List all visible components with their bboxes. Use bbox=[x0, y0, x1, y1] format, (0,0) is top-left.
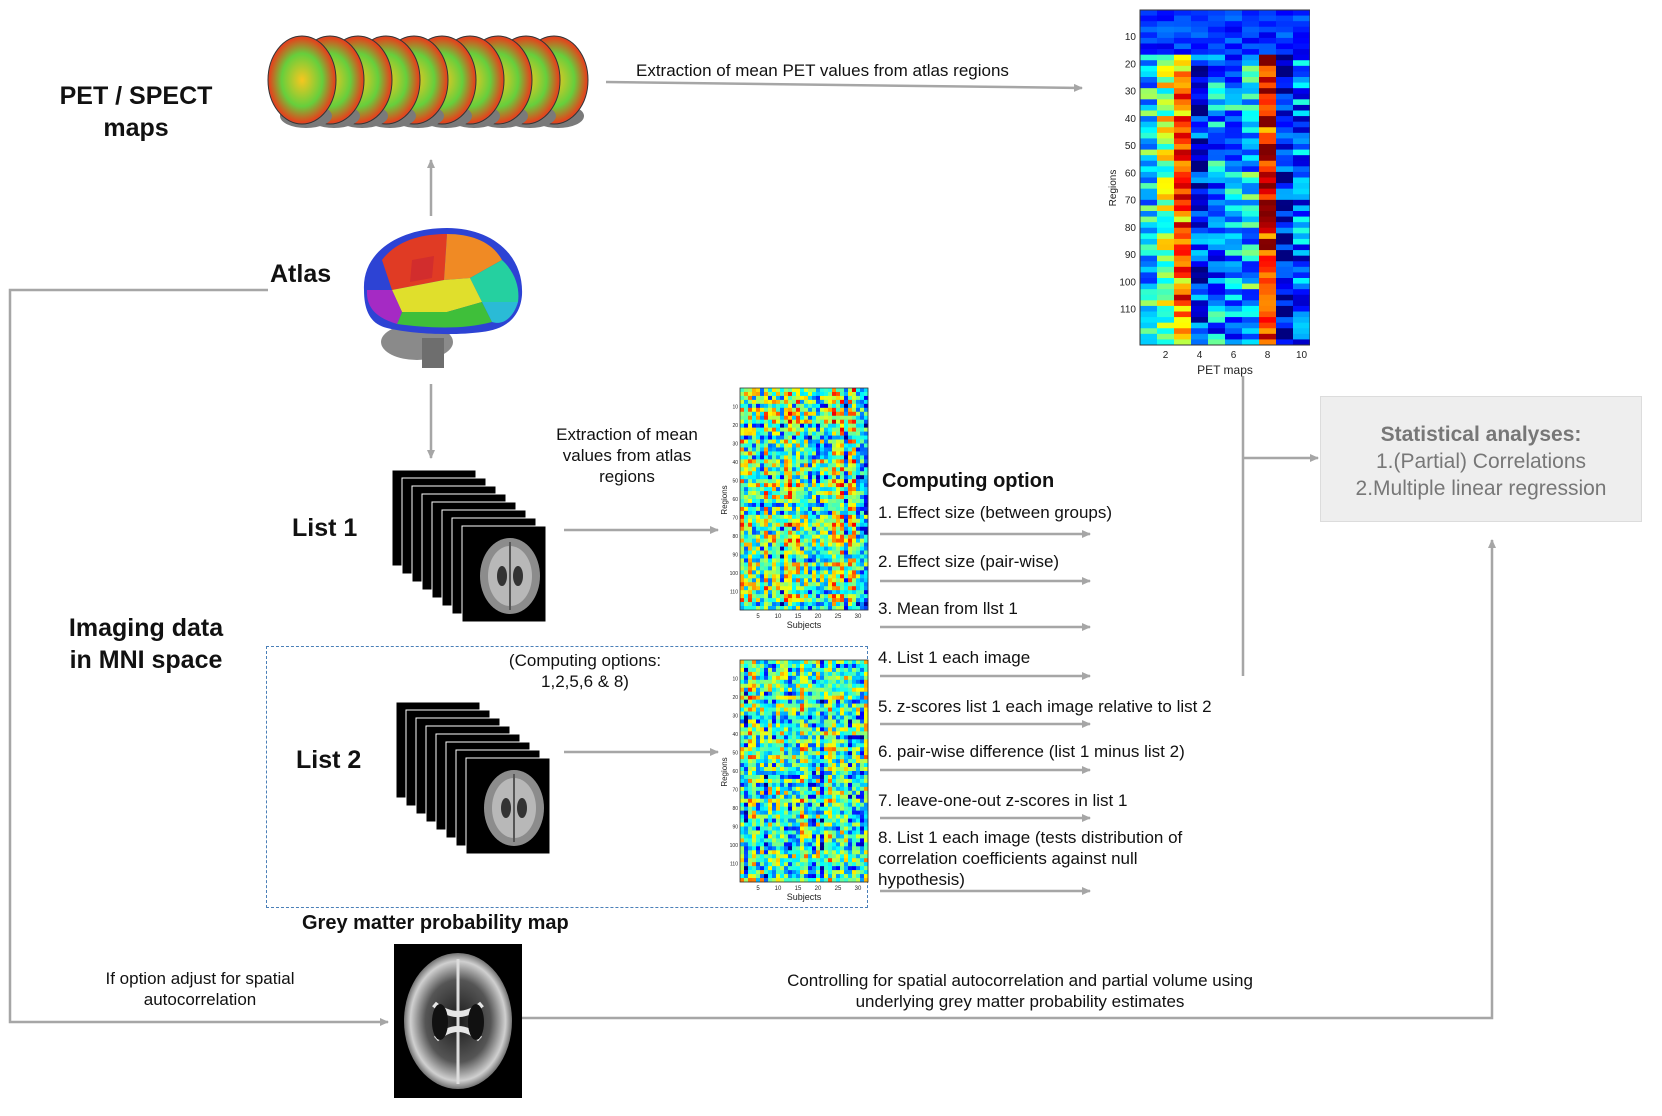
subjects-heatmap-ytick: 50 bbox=[732, 751, 738, 757]
statistical-analyses-box: Statistical analyses: 1.(Partial) Correl… bbox=[1320, 396, 1642, 522]
pet-heatmap-ytick: 50 bbox=[1125, 141, 1137, 152]
computing-option-2: 2. Effect size (pair-wise) bbox=[878, 552, 1060, 571]
pet-heatmap-ytick: 80 bbox=[1125, 223, 1137, 234]
subjects-heatmap-xtick: 15 bbox=[795, 886, 802, 892]
pet-heatmap-xtick: 4 bbox=[1197, 350, 1203, 361]
pet-heatmap-ytick: 100 bbox=[1119, 277, 1136, 288]
controlling-label: Controlling for spatial autocorrelation … bbox=[787, 971, 1253, 1011]
list2-label: List 2 bbox=[296, 746, 362, 774]
pet-heatmap-ytick: 20 bbox=[1125, 59, 1137, 70]
subjects-heatmap-ytick: 100 bbox=[730, 843, 739, 849]
subjects-heatmap-xtick: 10 bbox=[775, 886, 782, 892]
subjects-heatmap-ytick: 20 bbox=[732, 695, 738, 701]
subjects-heatmap-ytick: 30 bbox=[732, 714, 738, 720]
grey-matter-label: Grey matter probability map bbox=[302, 912, 569, 934]
list2-heatmap-xlabel: Subjects bbox=[787, 892, 822, 902]
subjects-heatmap-ytick: 40 bbox=[732, 460, 738, 466]
stats-title: Statistical analyses: bbox=[1380, 423, 1582, 446]
subjects-heatmap-ytick: 110 bbox=[730, 590, 738, 596]
pet-heatmap-ytick: 40 bbox=[1125, 114, 1137, 125]
subjects-heatmap-xtick: 20 bbox=[815, 614, 822, 620]
computing-option-7: 7. leave-one-out z-scores in list 1 bbox=[878, 791, 1128, 810]
subjects-heatmap-ytick: 110 bbox=[730, 862, 738, 868]
computing-option-8: 8. List 1 each image (tests distribution… bbox=[878, 828, 1183, 889]
pet-heatmap-ylabel: Regions bbox=[1108, 170, 1119, 207]
subjects-heatmap-ytick: 70 bbox=[732, 516, 738, 522]
pet-heatmap-xlabel: PET maps bbox=[1197, 363, 1253, 377]
computing-option-6: 6. pair-wise difference (list 1 minus li… bbox=[878, 742, 1185, 761]
subjects-heatmap-xtick: 15 bbox=[795, 614, 802, 620]
subjects-heatmap-ytick: 90 bbox=[732, 553, 738, 559]
pet-brain-slices-image bbox=[267, 35, 589, 128]
computing-option-4: 4. List 1 each image bbox=[878, 648, 1031, 667]
subjects-heatmap-ytick: 90 bbox=[732, 825, 738, 831]
subjects-heatmap-ytick: 70 bbox=[732, 788, 738, 794]
subjects-heatmap-xtick: 10 bbox=[775, 614, 782, 620]
pet-heatmap-xtick: 2 bbox=[1163, 350, 1169, 361]
arrow-pet-extraction bbox=[605, 80, 1083, 92]
subjects-heatmap-xtick: 30 bbox=[855, 614, 862, 620]
pet-heatmap-xtick: 8 bbox=[1265, 350, 1271, 361]
pet-heatmap-xtick: 6 bbox=[1231, 350, 1237, 361]
subjects-heatmap-ytick: 60 bbox=[732, 769, 738, 775]
list1-label: List 1 bbox=[292, 514, 358, 542]
subjects-heatmap-ytick: 40 bbox=[732, 732, 738, 738]
pet-heatmap-ytick: 60 bbox=[1125, 168, 1137, 179]
pet-heatmap-ytick: 70 bbox=[1125, 196, 1137, 207]
atlas-brain-image bbox=[363, 228, 523, 368]
stats-item-1: 1.(Partial) Correlations bbox=[1375, 450, 1587, 473]
list1-heatmap-ylabel: Regions bbox=[720, 485, 729, 514]
list2-options-label: (Computing options: 1,2,5,6 & 8) bbox=[508, 651, 662, 691]
computing-option-5: 5. z-scores list 1 each image relative t… bbox=[878, 697, 1212, 716]
computing-option-3: 3. Mean from llst 1 bbox=[878, 599, 1018, 618]
list1-extraction-label: Extraction of mean values from atlas reg… bbox=[556, 425, 698, 486]
pet-heatmap-ytick: 110 bbox=[1120, 305, 1136, 316]
arrow-greymatter-to-stats bbox=[522, 539, 1496, 1020]
computing-option-1: 1. Effect size (between groups) bbox=[878, 503, 1113, 522]
pet-heatmap-ytick: 10 bbox=[1125, 32, 1137, 43]
subjects-heatmap-ytick: 80 bbox=[732, 806, 738, 812]
subjects-heatmap-xtick: 30 bbox=[855, 886, 862, 892]
subjects-heatmap-xtick: 25 bbox=[835, 886, 842, 892]
computing-option-title: Computing option bbox=[882, 470, 1055, 492]
stats-item-2: 2.Multiple linear regression bbox=[1355, 477, 1607, 500]
list1-heatmap: 10 20 30 40 50 60 70 80 90 100 110 5 10 15 20 25 30 Regi… bbox=[712, 386, 872, 635]
list1-image-stack bbox=[391, 469, 564, 637]
list2-heatmap-ylabel: Regions bbox=[720, 757, 729, 786]
pet-heatmap-xtick: 10 bbox=[1296, 350, 1308, 361]
list2-image-stack bbox=[395, 701, 568, 869]
subjects-heatmap-ytick: 10 bbox=[732, 405, 738, 411]
pet-heatmap-ytick: 90 bbox=[1125, 250, 1137, 261]
grey-matter-map-image bbox=[394, 944, 522, 1098]
arrow-atlas-to-greymatter bbox=[8, 288, 389, 1026]
adjust-label: If option adjust for spatial autocorrela… bbox=[105, 969, 295, 1009]
pet-heatmap-ytick: 30 bbox=[1125, 87, 1137, 98]
subjects-heatmap-xtick: 25 bbox=[835, 614, 842, 620]
pet-extraction-label: Extraction of mean PET values from atlas… bbox=[636, 61, 1009, 80]
subjects-heatmap-xtick: 5 bbox=[756, 614, 760, 620]
subjects-heatmap-ytick: 20 bbox=[732, 423, 738, 429]
subjects-heatmap-ytick: 30 bbox=[732, 442, 738, 448]
subjects-heatmap-ytick: 100 bbox=[730, 571, 739, 577]
pet-spect-label: PET / SPECT maps bbox=[59, 82, 213, 142]
imaging-data-label: Imaging data in MNI space bbox=[68, 614, 224, 674]
subjects-heatmap-ytick: 60 bbox=[732, 497, 738, 503]
subjects-heatmap-ytick: 80 bbox=[732, 534, 738, 540]
subjects-heatmap-ytick: 50 bbox=[732, 479, 738, 485]
subjects-heatmap-ytick: 10 bbox=[732, 677, 738, 683]
list2-heatmap: 10 20 30 40 50 60 70 80 90 100 110 5 10 15 20 25 30 Regi… bbox=[712, 658, 872, 907]
list1-heatmap-xlabel: Subjects bbox=[787, 620, 822, 630]
subjects-heatmap-xtick: 20 bbox=[815, 886, 822, 892]
atlas-label: Atlas bbox=[270, 260, 332, 288]
subjects-heatmap-xtick: 5 bbox=[756, 886, 760, 892]
